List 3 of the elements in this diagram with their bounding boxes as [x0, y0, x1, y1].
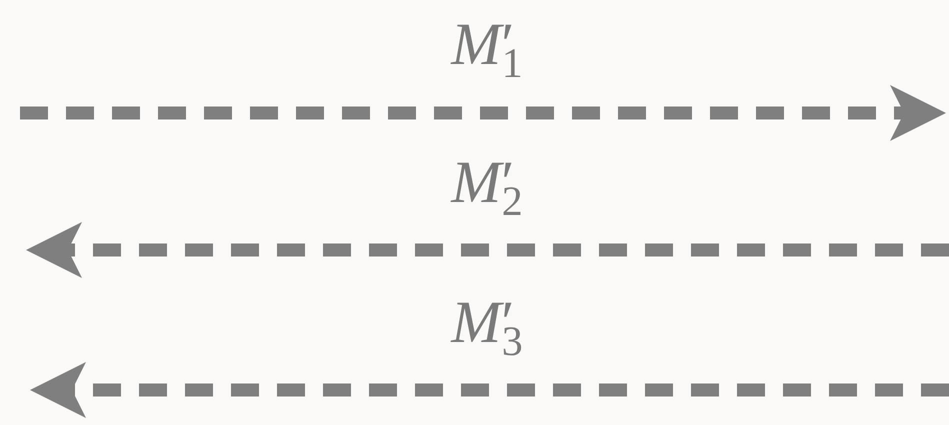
arrow-label: M′$_{3}$ [451, 292, 523, 363]
arrow-label: M′$_{1}$ [451, 14, 523, 85]
arrow-label: M′$_{2}$ [451, 152, 523, 223]
